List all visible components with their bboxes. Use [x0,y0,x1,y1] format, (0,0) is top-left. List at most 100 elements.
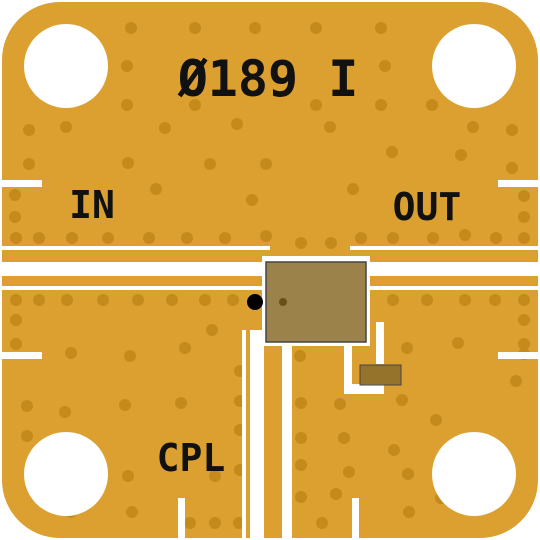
via [295,237,307,249]
via [199,294,211,306]
via [23,158,35,170]
via [375,99,387,111]
via [324,121,336,133]
via [122,470,134,482]
via [119,399,131,411]
bottom-notch-left [178,498,185,540]
via [260,230,272,242]
via [159,122,171,134]
via [9,211,21,223]
via [125,22,137,34]
via [490,232,502,244]
via [189,99,201,111]
via [518,211,530,223]
mounting-holes [24,24,516,516]
via [510,375,522,387]
via [295,491,307,503]
via [209,517,221,529]
via [467,121,479,133]
port-cpl-label: CPL [157,436,226,480]
via [518,232,530,244]
via [65,347,77,359]
out-port-notch-top [498,180,540,187]
via [97,294,109,306]
via [387,294,399,306]
mounting-hole-bottom-right [432,432,516,516]
via [379,60,391,72]
via [403,506,415,518]
lower-gap-right [370,286,540,290]
bottom-notch-right [352,498,359,540]
via [219,232,231,244]
via [23,124,35,136]
via [10,338,22,350]
via [518,314,530,326]
via [402,468,414,480]
in-port-notch-bottom [0,352,42,359]
via [132,294,144,306]
via [452,337,464,349]
via [386,146,398,158]
via [334,398,346,410]
via [518,190,530,202]
via [249,22,261,34]
via [518,338,530,350]
termination-resistor [359,364,402,386]
via [347,183,359,195]
via [455,149,467,161]
in-port-notch-top [0,180,42,187]
via [401,342,413,354]
termination-loop-side [344,322,352,394]
via [150,183,162,195]
via [295,459,307,471]
in-port-gap-bottom [0,246,270,250]
via [227,294,239,306]
via [124,350,136,362]
main-channel-left [0,262,262,276]
chip-pin1-dot [279,298,287,306]
via [316,517,328,529]
cpl-channel-right [282,330,292,540]
via [121,60,133,72]
via [260,158,272,170]
via [189,22,201,34]
via [396,394,408,406]
via [102,232,114,244]
port-in-label: IN [69,183,115,227]
via [166,294,178,306]
via [126,506,138,518]
termination-loop-inner [376,322,384,364]
via [421,294,433,306]
via [459,294,471,306]
mounting-hole-top-right [432,24,516,108]
via [295,397,307,409]
via [10,314,22,326]
via [325,237,337,249]
via [231,118,243,130]
via [9,189,21,201]
via [21,430,33,442]
via [181,232,193,244]
via [59,406,71,418]
via [489,294,501,306]
via [184,517,196,529]
via [143,232,155,244]
via [204,158,216,170]
via [60,121,72,133]
via [33,294,45,306]
via [206,324,218,336]
lower-gap-left [0,286,262,290]
via [66,232,78,244]
via [459,229,471,241]
part-number-label: Ø189 I [177,50,359,108]
via [121,99,133,111]
via [375,22,387,34]
via [21,400,33,412]
via [294,350,306,362]
orientation-marker-dot [247,294,263,310]
main-channel-right [362,262,540,276]
via [388,444,400,456]
mounting-hole-bottom-left [24,432,108,516]
via [10,232,22,244]
via [330,488,342,500]
